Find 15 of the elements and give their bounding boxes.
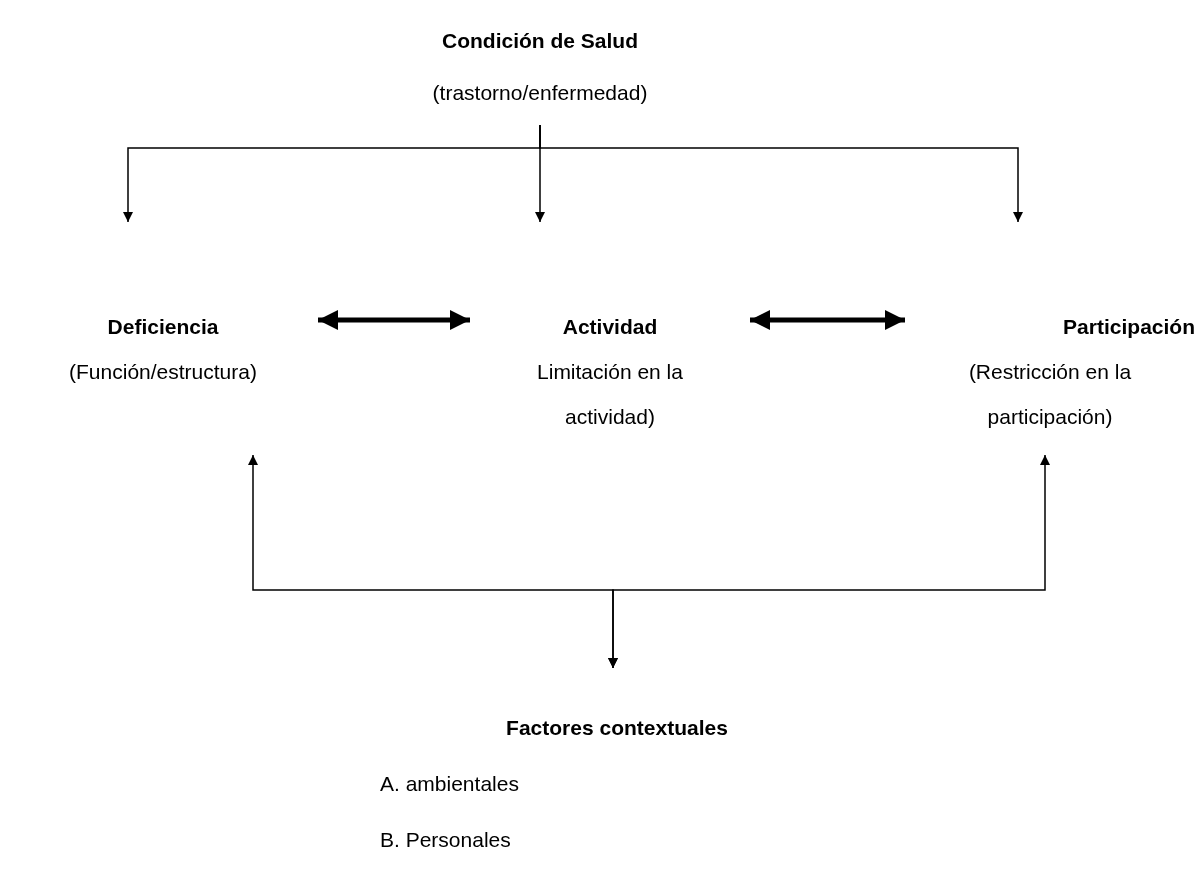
arrow [318, 310, 470, 330]
arrow [539, 124, 1023, 223]
node-text: (trastorno/enfermedad) [432, 81, 648, 104]
list-item: A. ambientales [380, 772, 519, 795]
node-heading: Factores contextuales [506, 716, 728, 739]
node-heading: Actividad [562, 315, 658, 338]
node-text: (Función/estructura) [69, 360, 257, 383]
arrow [750, 310, 905, 330]
node-text: Limitación en la actividad) [537, 360, 683, 428]
arrow [608, 454, 1050, 669]
node-heading: Deficiencia [107, 315, 219, 338]
list-item: B. Personales [380, 828, 511, 851]
node-heading: Participación [1063, 315, 1195, 338]
node-text: (Restricción en la participación) [968, 360, 1132, 428]
node-heading: Condición de Salud [442, 29, 638, 52]
